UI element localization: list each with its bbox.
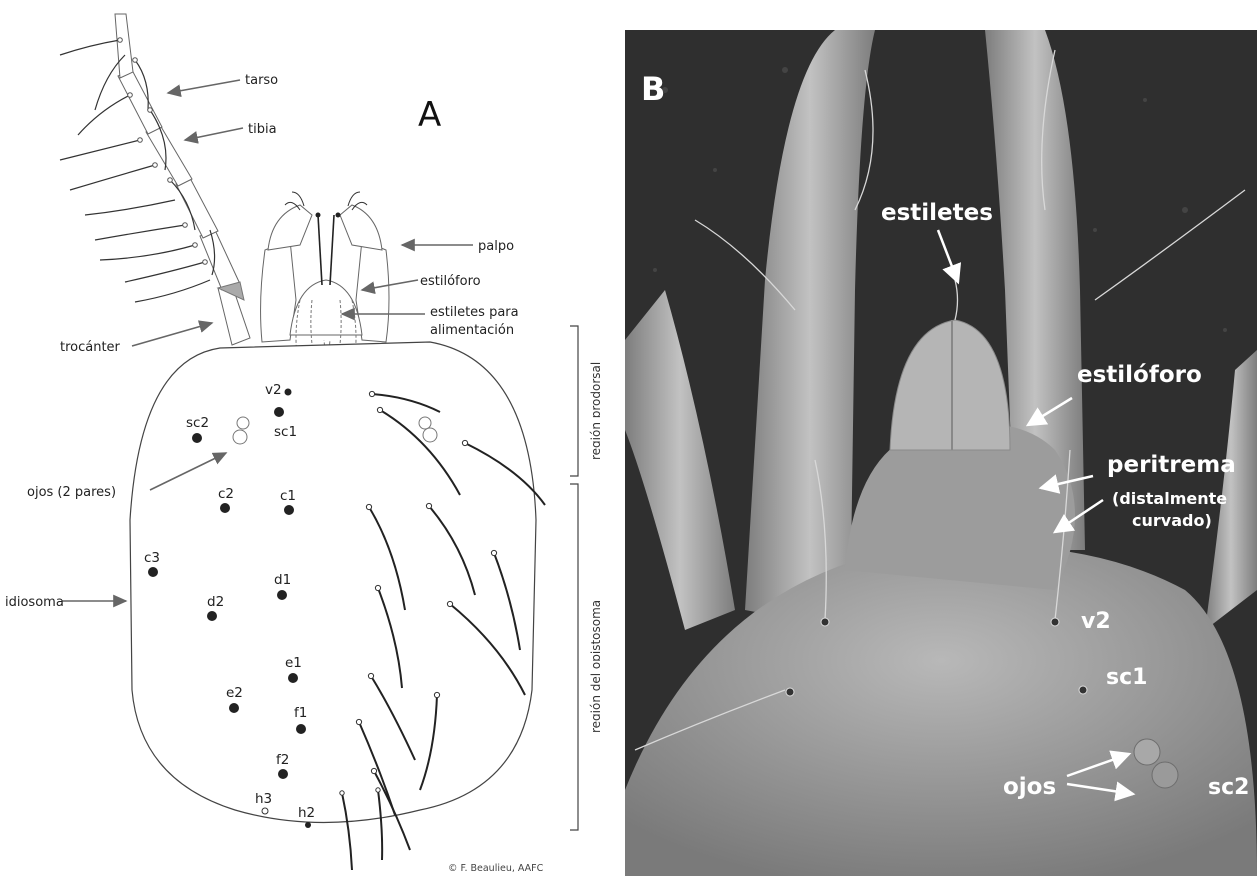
label-estiletes-line2: alimentación — [430, 323, 514, 338]
seta-label-e2: e2 — [226, 685, 243, 701]
sem-label-peritrema-sub2: curvado) — [1132, 511, 1212, 530]
panel-b-sem-photo: B estiletes estilóforo peritrema (distal… — [625, 30, 1257, 876]
palp-dot-left — [316, 213, 321, 218]
gnathosoma — [261, 205, 389, 342]
seta-label-e1: e1 — [285, 655, 302, 671]
sem-label-ojos: ojos — [1003, 774, 1056, 800]
seta-label-c1: c1 — [280, 488, 296, 504]
sem-label-peritrema: peritrema — [1107, 452, 1236, 478]
label-idiosoma: idiosoma — [5, 595, 64, 610]
seta-label-sc2: sc2 — [186, 415, 209, 431]
sem-label-sc2: sc2 — [1208, 775, 1249, 800]
seta-label-f2: f2 — [276, 752, 289, 768]
label-trocanter: trocánter — [60, 340, 121, 355]
panel-letter-b: B — [641, 70, 665, 108]
label-tarso: tarso — [245, 73, 278, 88]
label-ojos: ojos (2 pares) — [27, 485, 116, 500]
seta-label-h2: h2 — [298, 805, 315, 821]
leg — [115, 14, 250, 345]
stylophore-lines — [318, 215, 334, 285]
label-palpo: palpo — [478, 239, 514, 254]
panel-a-svg: v2 sc1 sc2 c1 c2 c3 d1 d2 e1 e2 f1 f2 h2… — [0, 0, 600, 876]
sem-label-sc1: sc1 — [1106, 665, 1147, 690]
credit: © F. Beaulieu, AAFC — [448, 863, 544, 874]
panel-a-drawing: v2 sc1 sc2 c1 c2 c3 d1 d2 e1 e2 f1 f2 h2… — [0, 0, 600, 876]
sem-label-peritrema-sub1: (distalmente — [1112, 489, 1227, 508]
label-tibia: tibia — [248, 122, 277, 137]
panel-b-svg: B estiletes estilóforo peritrema (distal… — [625, 30, 1257, 876]
seta-label-sc1: sc1 — [274, 424, 297, 440]
seta-label-d2: d2 — [207, 594, 224, 610]
sem-label-estiletes: estiletes — [881, 200, 993, 226]
sem-eye-2 — [1152, 762, 1178, 788]
label-estiloforo: estilóforo — [420, 274, 481, 289]
seta-label-v2: v2 — [265, 382, 282, 398]
region-brackets — [570, 326, 578, 830]
sem-eye-1 — [1134, 739, 1160, 765]
seta-label-d1: d1 — [274, 572, 291, 588]
palp-dot-right — [336, 213, 341, 218]
sem-label-v2: v2 — [1081, 609, 1111, 634]
label-estiletes-line1: estiletes para — [430, 305, 519, 320]
region-label-opistosoma: región del opistosoma — [589, 600, 600, 733]
region-label-prodorsal: región prodorsal — [589, 362, 600, 460]
seta-label-f1: f1 — [294, 705, 307, 721]
seta-label-c3: c3 — [144, 550, 160, 566]
panel-letter-a: A — [418, 95, 441, 135]
seta-h3-dot — [262, 808, 268, 814]
seta-label-c2: c2 — [218, 486, 234, 502]
sem-label-estiloforo: estilóforo — [1077, 362, 1202, 388]
seta-label-h3: h3 — [255, 791, 272, 807]
